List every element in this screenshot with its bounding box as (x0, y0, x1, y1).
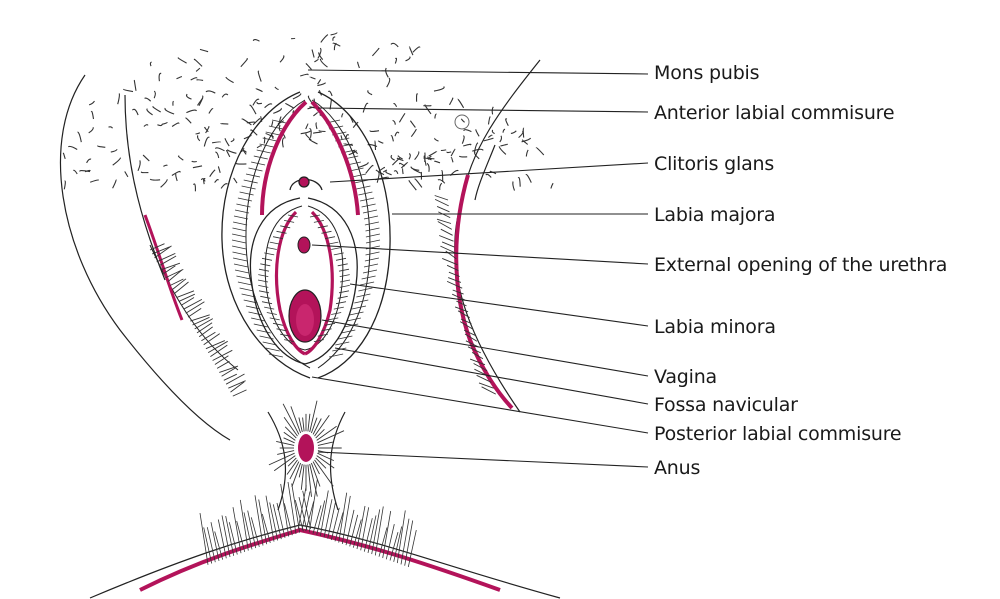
left-thigh-accent (145, 215, 182, 320)
right-thigh-hatching (435, 196, 496, 395)
leader-line-mons-pubis (308, 70, 648, 74)
vaginal-inner (296, 304, 314, 336)
leader-line-posterior-labial-commisure (312, 377, 648, 433)
leader-line-fossa-navicular (335, 348, 648, 404)
clitoris-glans-shape (290, 177, 322, 190)
left-thigh-outline (60, 75, 238, 440)
label-labia-majora: Labia majora (654, 206, 775, 225)
label-posterior-labial-commisure: Posterior labial commisure (654, 425, 901, 444)
leader-line-anus (318, 452, 648, 467)
right-thigh-accent (456, 175, 512, 408)
skin-mark (455, 115, 469, 129)
leader-line-anterior-labial-commisure (318, 108, 648, 112)
label-clitoris-glans: Clitoris glans (654, 155, 774, 174)
label-external-opening-urethra: External opening of the urethra (654, 256, 947, 275)
leader-line-urethra (312, 245, 648, 264)
label-anus: Anus (654, 459, 700, 478)
leader-lines (308, 70, 648, 467)
urethra-opening (298, 237, 310, 253)
label-labia-minora: Labia minora (654, 318, 776, 337)
buttocks-hatching (200, 480, 416, 567)
label-anterior-labial-commisure: Anterior labial commisure (654, 104, 894, 123)
label-mons-pubis: Mons pubis (654, 64, 759, 83)
buttocks-accent (140, 530, 500, 590)
label-fossa-navicular: Fossa navicular (654, 396, 798, 415)
pubic-hair-hatching (63, 33, 553, 192)
label-vagina: Vagina (654, 368, 717, 387)
leader-line-labia-minora (350, 284, 648, 326)
right-thigh-outline (455, 60, 540, 412)
anus-shape (298, 434, 314, 462)
